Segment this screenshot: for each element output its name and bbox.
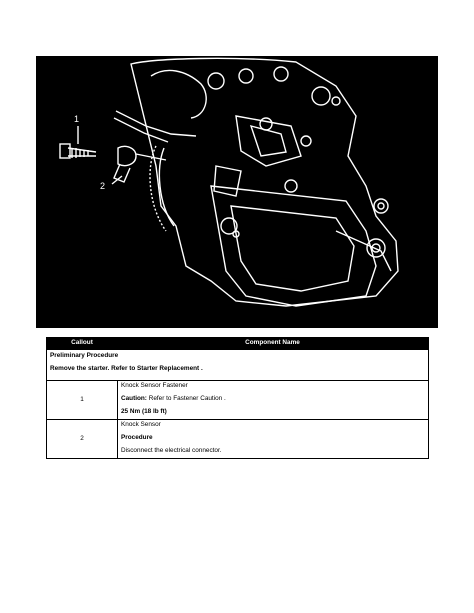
caution-line: Caution: Refer to Fastener Caution . xyxy=(121,395,425,404)
callout-1-label: 1 xyxy=(74,114,79,124)
preliminary-procedure: Preliminary Procedure Remove the starter… xyxy=(47,349,428,380)
table-row: 2 Knock Sensor Procedure Disconnect the … xyxy=(47,419,428,458)
engine-illustration: 1 2 xyxy=(36,56,438,328)
preliminary-step: Remove the starter. Refer to Starter Rep… xyxy=(50,365,203,372)
component-table: Callout Component Name Preliminary Proce… xyxy=(46,337,429,459)
procedure-label: Procedure xyxy=(121,434,153,441)
caution-label: Caution: xyxy=(121,395,147,402)
procedure-text: Disconnect the electrical connector. xyxy=(121,447,222,454)
preliminary-title: Preliminary Procedure xyxy=(50,352,119,359)
callout-2-label: 2 xyxy=(100,181,105,191)
engine-drawing: 1 2 xyxy=(59,57,399,307)
component-name: Knock Sensor Fastener xyxy=(121,382,188,389)
row-details: Knock Sensor Procedure Disconnect the el… xyxy=(118,420,428,458)
torque-spec: 25 Nm (18 lb ft) xyxy=(121,408,167,415)
row-callout: 2 xyxy=(47,420,118,458)
component-name: Knock Sensor xyxy=(121,421,161,428)
row-callout: 1 xyxy=(47,381,118,419)
callout-header: Callout xyxy=(71,339,93,347)
row-details: Knock Sensor Fastener Caution: Refer to … xyxy=(118,381,428,419)
table-row: 1 Knock Sensor Fastener Caution: Refer t… xyxy=(47,380,428,419)
component-name-header: Component Name xyxy=(245,339,300,347)
caution-text: Refer to Fastener Caution . xyxy=(146,395,226,402)
table-header: Callout Component Name xyxy=(47,338,428,349)
